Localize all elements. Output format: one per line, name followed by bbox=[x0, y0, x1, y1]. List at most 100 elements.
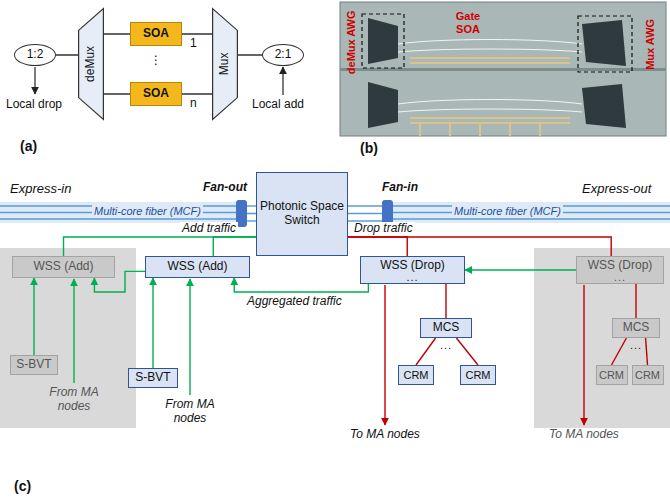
connector bbox=[247, 213, 256, 215]
port-number: n bbox=[190, 97, 197, 111]
node-label: WSS (Add) bbox=[33, 260, 93, 274]
trapezoid-outline bbox=[213, 9, 238, 120]
crm-box: CRM bbox=[596, 365, 628, 385]
edge-label: Aggregated traffic bbox=[245, 295, 344, 309]
connector bbox=[234, 278, 368, 292]
source-label: From MA nodes bbox=[44, 386, 104, 414]
space-switch-box: Photonic Space Switch bbox=[256, 172, 348, 256]
node-label: MCS bbox=[433, 321, 460, 335]
connector bbox=[33, 278, 34, 355]
mux-trapezoid: Mux bbox=[212, 8, 238, 120]
grey-panel bbox=[534, 248, 670, 428]
node-label: CRM bbox=[465, 369, 490, 382]
node-label: Photonic Space Switch bbox=[257, 200, 347, 228]
node-label: CRM bbox=[403, 369, 428, 382]
fiber-core bbox=[346, 205, 382, 206]
metal-trace bbox=[410, 122, 570, 124]
waveguide bbox=[398, 109, 582, 112]
output-arrow bbox=[583, 285, 584, 425]
continuation-dots: ... bbox=[440, 339, 452, 352]
output-arrow bbox=[384, 285, 385, 425]
fiber-label: Multi-core fiber (MCF) bbox=[92, 205, 203, 218]
transceiver-box: S-BVT bbox=[128, 368, 178, 388]
port-label: Express-out bbox=[582, 182, 651, 197]
ellipsis-mark: ... bbox=[614, 273, 626, 282]
connector bbox=[213, 237, 256, 256]
edge-label: Add traffic bbox=[180, 222, 238, 236]
fiber-tube bbox=[0, 202, 236, 223]
node-label: Mux bbox=[218, 53, 232, 76]
port-label: Local drop bbox=[6, 98, 62, 112]
edge-label: Drop traffic bbox=[352, 222, 415, 236]
continuation-dots: ... bbox=[630, 339, 642, 352]
waveguide bbox=[398, 100, 582, 105]
node-label: WSS (Drop) bbox=[588, 259, 653, 273]
soa-box: SOA bbox=[130, 22, 182, 46]
metal-trace bbox=[479, 123, 481, 136]
connector bbox=[416, 338, 436, 365]
node-label: SOA bbox=[143, 87, 169, 101]
metal-trace bbox=[410, 117, 570, 119]
node-label: WSS (Drop) bbox=[380, 259, 445, 273]
connector bbox=[348, 237, 611, 256]
combiner-ellipse: 2:1 bbox=[262, 44, 304, 66]
connector bbox=[445, 284, 446, 318]
waveguide bbox=[398, 49, 582, 52]
connector bbox=[182, 33, 212, 34]
node-label: S-BVT bbox=[135, 371, 170, 385]
crm-box: CRM bbox=[460, 365, 496, 385]
connector bbox=[612, 338, 627, 365]
wss-box: WSS (Drop)... bbox=[576, 256, 664, 284]
metal-trace bbox=[539, 123, 541, 136]
transceiver-box: S-BVT bbox=[10, 355, 58, 375]
input-arrow bbox=[73, 279, 74, 383]
sink-label: To MA nodes bbox=[350, 428, 420, 442]
trapezoid-outline bbox=[79, 9, 104, 120]
metal-trace bbox=[449, 123, 451, 136]
node-label: MCS bbox=[623, 321, 650, 335]
node-label: Fan-out bbox=[203, 181, 247, 195]
connector bbox=[56, 54, 78, 55]
chip-photo bbox=[340, 2, 666, 136]
node-label: S-BVT bbox=[16, 358, 51, 372]
mcs-box: MCS bbox=[612, 318, 660, 338]
connector bbox=[104, 33, 130, 34]
node-label: 1:2 bbox=[27, 48, 44, 62]
connector bbox=[238, 54, 262, 55]
demux-trapezoid: deMux bbox=[78, 8, 104, 120]
waveguide bbox=[398, 40, 582, 45]
node-label: 2:1 bbox=[275, 48, 292, 62]
node-label: CRM bbox=[635, 369, 660, 382]
fiber-core bbox=[393, 218, 670, 219]
dashed-frame bbox=[362, 14, 404, 68]
add-arrow bbox=[282, 67, 283, 95]
wss-box: WSS (Add) bbox=[145, 256, 250, 278]
fiber-core bbox=[0, 218, 236, 219]
crm-box: CRM bbox=[398, 365, 434, 385]
fiber-label: Multi-core fiber (MCF) bbox=[452, 205, 563, 218]
metal-trace bbox=[419, 123, 421, 136]
photo-callout: deMux AWG bbox=[345, 10, 358, 74]
panel-letter: (a) bbox=[20, 138, 37, 154]
port-number: 1 bbox=[190, 37, 197, 51]
connector bbox=[348, 237, 407, 256]
source-label: From MA nodes bbox=[160, 398, 220, 426]
wss-box: WSS (Drop)... bbox=[360, 256, 465, 284]
panel-letter: (b) bbox=[360, 140, 378, 156]
node-label: WSS (Add) bbox=[167, 260, 227, 274]
connector bbox=[182, 93, 212, 94]
awg-region bbox=[582, 20, 626, 66]
panel-letter: (c) bbox=[14, 478, 31, 494]
grey-panel bbox=[0, 248, 136, 428]
connector bbox=[64, 237, 257, 256]
drop-arrow bbox=[34, 67, 35, 94]
node-label: Fan-in bbox=[382, 181, 418, 195]
node-label: CRM bbox=[599, 369, 624, 382]
ellipsis-mark: ... bbox=[406, 273, 418, 282]
port-label: Local add bbox=[252, 98, 304, 112]
input-arrow bbox=[189, 279, 190, 395]
connector bbox=[646, 338, 648, 365]
crm-box: CRM bbox=[632, 365, 664, 385]
metal-trace bbox=[410, 57, 570, 59]
